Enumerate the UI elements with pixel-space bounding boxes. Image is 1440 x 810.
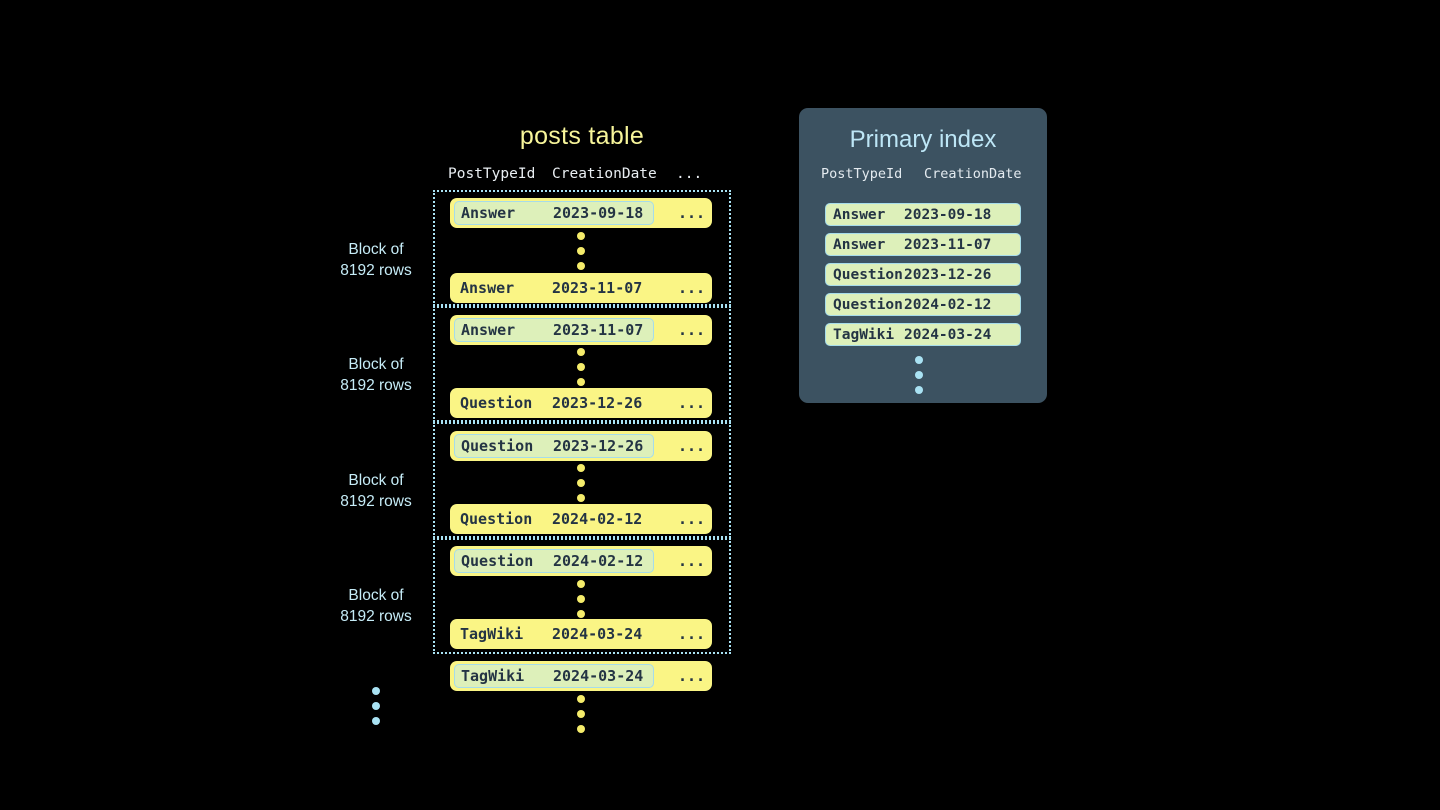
block-label-1-line2: 8192 rows: [340, 261, 412, 279]
index-cell-creationdate: 2023-09-18: [904, 206, 992, 223]
cell-posttypeid: Question: [460, 510, 533, 528]
index-vertical-ellipsis-dots: [913, 356, 925, 394]
vertical-ellipsis-dots-table-end: [575, 695, 587, 733]
column-header-ellipsis: ...: [676, 166, 703, 182]
index-row: Question 2024-02-12: [825, 293, 1021, 316]
cell-ellipsis: ...: [678, 510, 706, 528]
index-column-header-posttypeid: PostTypeId: [821, 166, 903, 182]
index-cell-posttypeid: Answer: [833, 206, 886, 223]
cell-posttypeid: Question: [461, 437, 534, 455]
posts-table-title: posts table: [519, 122, 645, 150]
table-row: TagWiki 2024-03-24 ...: [450, 619, 712, 649]
cell-ellipsis: ...: [678, 321, 706, 339]
cell-creationdate: 2023-12-26: [553, 437, 644, 455]
index-cell-creationdate: 2023-12-26: [904, 266, 992, 283]
index-column-header-creationdate: CreationDate: [924, 166, 1022, 182]
vertical-ellipsis-dots-blocks-end: [370, 687, 382, 725]
index-cell-posttypeid: TagWiki: [833, 326, 895, 343]
table-row: Answer 2023-11-07 ...: [450, 315, 712, 345]
cell-posttypeid: Question: [461, 552, 534, 570]
block-label-1: Block of 8192 rows: [296, 240, 456, 281]
primary-index-column-headers: PostTypeId CreationDate: [821, 166, 1031, 184]
index-cell-posttypeid: Question: [833, 296, 903, 313]
block-outline-3: [433, 422, 731, 538]
row-highlight-mark: [454, 664, 654, 688]
cell-creationdate: 2024-03-24: [553, 667, 644, 685]
row-highlight-mark: [454, 201, 654, 225]
row-highlight-mark: [454, 318, 654, 342]
index-cell-creationdate: 2024-03-24: [904, 326, 992, 343]
cell-ellipsis: ...: [678, 625, 706, 643]
cell-creationdate: 2023-11-07: [552, 279, 643, 297]
column-header-creationdate: CreationDate: [552, 166, 657, 182]
table-row-trailing: TagWiki 2024-03-24 ...: [450, 661, 712, 691]
block-label-3-line1: Block of: [348, 472, 404, 489]
index-row: TagWiki 2024-03-24: [825, 323, 1021, 346]
block-label-4: Block of 8192 rows: [296, 586, 456, 627]
index-cell-creationdate: 2023-11-07: [904, 236, 992, 253]
row-highlight-mark: [454, 434, 654, 458]
block-label-1-line1: Block of: [348, 241, 404, 258]
cell-creationdate: 2024-02-12: [553, 552, 644, 570]
primary-index-title: Primary index: [849, 126, 997, 153]
cell-ellipsis: ...: [678, 552, 706, 570]
vertical-ellipsis-dots: [575, 348, 587, 386]
block-label-3-line2: 8192 rows: [340, 492, 412, 510]
block-outline-4: [433, 538, 731, 654]
cell-ellipsis: ...: [678, 667, 706, 685]
index-row: Answer 2023-11-07: [825, 233, 1021, 256]
cell-creationdate: 2023-11-07: [553, 321, 644, 339]
posts-table-column-headers: PostTypeId CreationDate ...: [448, 166, 716, 186]
table-row: Question 2023-12-26 ...: [450, 388, 712, 418]
cell-ellipsis: ...: [678, 279, 706, 297]
cell-ellipsis: ...: [678, 437, 706, 455]
cell-creationdate: 2023-12-26: [552, 394, 643, 412]
cell-creationdate: 2023-09-18: [553, 204, 644, 222]
vertical-ellipsis-dots: [575, 580, 587, 618]
table-row: Question 2024-02-12 ...: [450, 504, 712, 534]
table-row: Answer 2023-11-07 ...: [450, 273, 712, 303]
block-label-2-line1: Block of: [348, 356, 404, 373]
cell-posttypeid: Answer: [460, 279, 515, 297]
primary-index-panel: Primary index PostTypeId CreationDate An…: [799, 108, 1047, 403]
column-header-posttypeid: PostTypeId: [448, 166, 536, 182]
index-cell-posttypeid: Answer: [833, 236, 886, 253]
cell-creationdate: 2024-03-24: [552, 625, 643, 643]
cell-ellipsis: ...: [678, 394, 706, 412]
cell-posttypeid: Answer: [461, 321, 516, 339]
index-row: Question 2023-12-26: [825, 263, 1021, 286]
vertical-ellipsis-dots: [575, 232, 587, 270]
row-highlight-mark: [454, 549, 654, 573]
cell-posttypeid: TagWiki: [461, 667, 525, 685]
table-row: Answer 2023-09-18 ...: [450, 198, 712, 228]
table-row: Question 2023-12-26 ...: [450, 431, 712, 461]
block-outline-2: [433, 306, 731, 422]
block-label-2-line2: 8192 rows: [340, 376, 412, 394]
index-row: Answer 2023-09-18: [825, 203, 1021, 226]
block-label-4-line2: 8192 rows: [340, 607, 412, 625]
block-label-4-line1: Block of: [348, 587, 404, 604]
cell-creationdate: 2024-02-12: [552, 510, 643, 528]
block-label-3: Block of 8192 rows: [296, 471, 456, 512]
vertical-ellipsis-dots: [575, 464, 587, 502]
cell-posttypeid: Question: [460, 394, 533, 412]
cell-posttypeid: TagWiki: [460, 625, 524, 643]
block-outline-1: [433, 190, 731, 306]
block-label-2: Block of 8192 rows: [296, 355, 456, 396]
cell-ellipsis: ...: [678, 204, 706, 222]
index-cell-creationdate: 2024-02-12: [904, 296, 992, 313]
cell-posttypeid: Answer: [461, 204, 516, 222]
index-cell-posttypeid: Question: [833, 266, 903, 283]
table-row: Question 2024-02-12 ...: [450, 546, 712, 576]
